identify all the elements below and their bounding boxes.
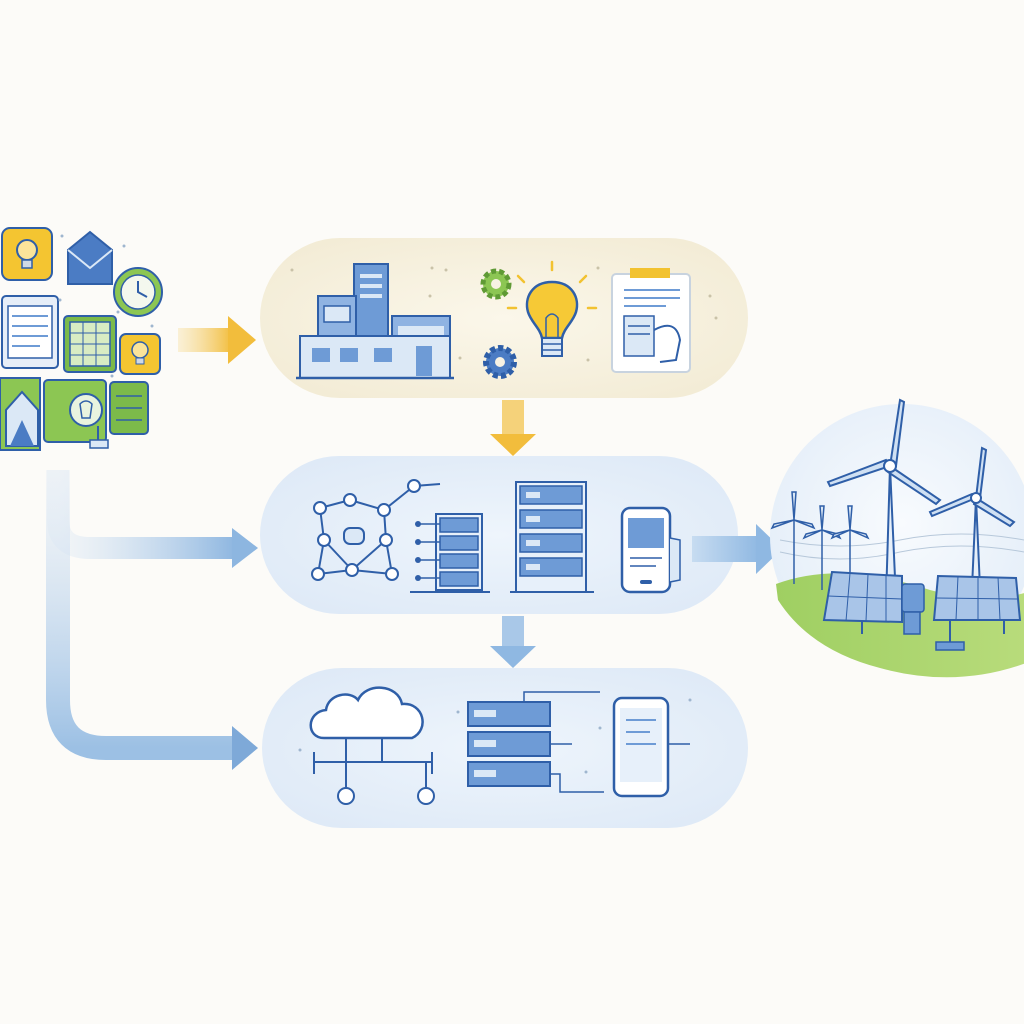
server-rack-icon (510, 481, 594, 593)
lightbulb-icon (119, 333, 161, 375)
factory-icon (296, 263, 454, 380)
panel-dots (298, 698, 692, 774)
wind-turbine-icon (928, 446, 1016, 589)
solar-panel-icon (822, 570, 925, 635)
smartphone-icon (612, 696, 690, 798)
server-rack-icon (467, 691, 604, 793)
renewable-energy-scene (770, 398, 1024, 678)
yellow-arrow-right (178, 316, 256, 364)
report-icon (611, 268, 691, 373)
network-graph-icon (311, 479, 441, 581)
lightbulb-icon (1, 227, 53, 281)
scatter-dots (58, 234, 154, 378)
solar-panel-icon (932, 574, 1022, 651)
clock-icon (113, 267, 163, 317)
envelope-icon (67, 230, 113, 285)
table-icon (109, 381, 149, 435)
yellow-arrow-down (490, 400, 536, 456)
blue-arrow-right (692, 524, 782, 574)
stage-infrastructure-panel (260, 456, 738, 614)
gear-icon (483, 345, 517, 379)
spreadsheet-icon (63, 315, 117, 373)
blue-arrow-down (490, 616, 536, 668)
server-rack-icon (410, 513, 490, 593)
smartphone-icon (620, 506, 681, 594)
wind-turbine-icon (826, 398, 942, 601)
left-flow-connectors (46, 470, 258, 770)
wind-turbine-icon (770, 491, 870, 594)
document-icon (1, 295, 59, 369)
stage-ideation-panel (260, 238, 748, 398)
cloud-icon (309, 686, 435, 805)
lightbulb-icon (506, 260, 598, 357)
arrow-head (232, 528, 258, 568)
gear-icon (480, 268, 512, 300)
stage-cloud-delivery-panel (262, 668, 748, 828)
building-icon (0, 377, 41, 451)
arrow-head (232, 726, 258, 770)
panel-dots (290, 266, 718, 362)
source-cluster (0, 227, 163, 451)
person-icon (43, 379, 109, 449)
